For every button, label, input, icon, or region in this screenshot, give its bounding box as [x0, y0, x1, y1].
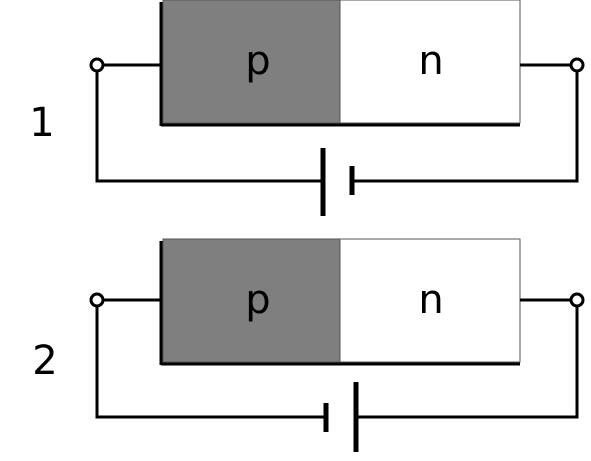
circuit-wire-left-2: [95, 306, 326, 419]
n-region-1: [339, 0, 521, 124]
circuit-wire-left-1: [95, 71, 323, 183]
circuit-1: p n 1: [29, 0, 585, 216]
left-terminal-2: [89, 292, 105, 308]
right-terminal-2: [569, 292, 585, 308]
p-label-1: p: [245, 38, 270, 84]
right-terminal-1: [569, 57, 585, 73]
circuit-wire-right-1: [352, 71, 579, 183]
n-region-2: [339, 238, 521, 363]
n-label-1: n: [418, 38, 443, 84]
n-label-2: n: [418, 277, 443, 323]
diagram-number-1: 1: [29, 100, 54, 146]
left-terminal-1: [89, 57, 105, 73]
p-region-1: [162, 0, 341, 124]
circuit-wire-right-2: [356, 306, 579, 419]
circuit-2: p n 2: [32, 238, 585, 452]
p-region-2: [162, 238, 341, 363]
p-label-2: p: [245, 277, 270, 323]
diagram-number-2: 2: [32, 338, 57, 384]
